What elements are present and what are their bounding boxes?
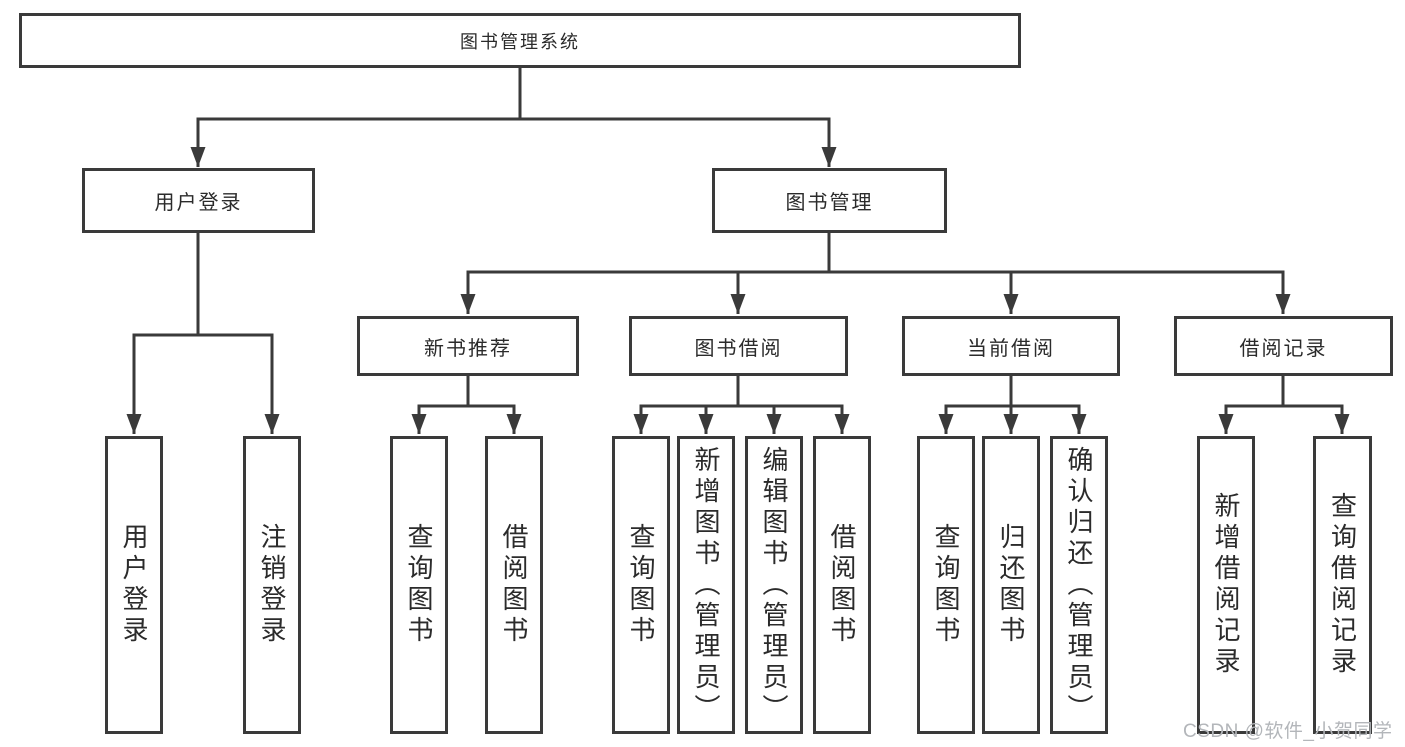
- leaf-query-books-current: 查询图书: [917, 436, 975, 734]
- node-label: 新书推荐: [424, 337, 512, 360]
- leaf-logout: 注销登录: [243, 436, 301, 734]
- leaf-query-borrow-record: 查询借阅记录: [1313, 436, 1372, 734]
- csdn-watermark: CSDN @软件_小贺同学: [1183, 721, 1393, 742]
- node-label: 当前借阅: [967, 337, 1055, 360]
- node-label: 确认归还（管理员）: [1064, 445, 1094, 725]
- node-borrow-records: 借阅记录: [1174, 316, 1393, 376]
- node-label: 注销登录: [257, 523, 287, 647]
- node-label: 借阅记录: [1239, 337, 1328, 360]
- node-label: 查询图书: [931, 523, 961, 647]
- node-label: 编辑图书（管理员）: [759, 445, 789, 725]
- leaf-query-books-recommend: 查询图书: [390, 436, 448, 734]
- node-label: 借阅图书: [827, 523, 857, 647]
- leaf-query-books-borrow: 查询图书: [612, 436, 670, 734]
- leaf-add-books-admin: 新增图书（管理员）: [677, 436, 735, 734]
- leaf-return-books: 归还图书: [982, 436, 1040, 734]
- node-label: 图书管理: [785, 192, 874, 214]
- node-label: 图书管理系统: [460, 31, 580, 52]
- node-label: 查询借阅记录: [1327, 492, 1358, 678]
- node-label: 查询图书: [404, 523, 434, 647]
- node-book-management: 图书管理: [712, 168, 947, 233]
- node-library-system: 图书管理系统: [19, 13, 1021, 68]
- node-label: 归还图书: [996, 523, 1026, 647]
- node-label: 新增借阅记录: [1211, 492, 1241, 678]
- leaf-borrow-books-recommend: 借阅图书: [485, 436, 543, 734]
- node-user-login: 用户登录: [82, 168, 315, 233]
- node-label: 用户登录: [154, 192, 243, 214]
- node-book-borrow: 图书借阅: [629, 316, 848, 376]
- leaf-edit-books-admin: 编辑图书（管理员）: [745, 436, 803, 734]
- leaf-user-login: 用户登录: [105, 436, 163, 734]
- leaf-borrow-books: 借阅图书: [813, 436, 871, 734]
- node-label: 借阅图书: [499, 523, 529, 647]
- leaf-add-borrow-record: 新增借阅记录: [1197, 436, 1255, 734]
- node-label: 用户登录: [119, 523, 149, 647]
- node-new-book-recommend: 新书推荐: [357, 316, 579, 376]
- node-label: 查询图书: [626, 523, 656, 647]
- node-current-borrow: 当前借阅: [902, 316, 1120, 376]
- node-label: 图书借阅: [694, 337, 783, 360]
- node-label: 新增图书（管理员）: [691, 445, 721, 725]
- leaf-confirm-return-admin: 确认归还（管理员）: [1050, 436, 1108, 734]
